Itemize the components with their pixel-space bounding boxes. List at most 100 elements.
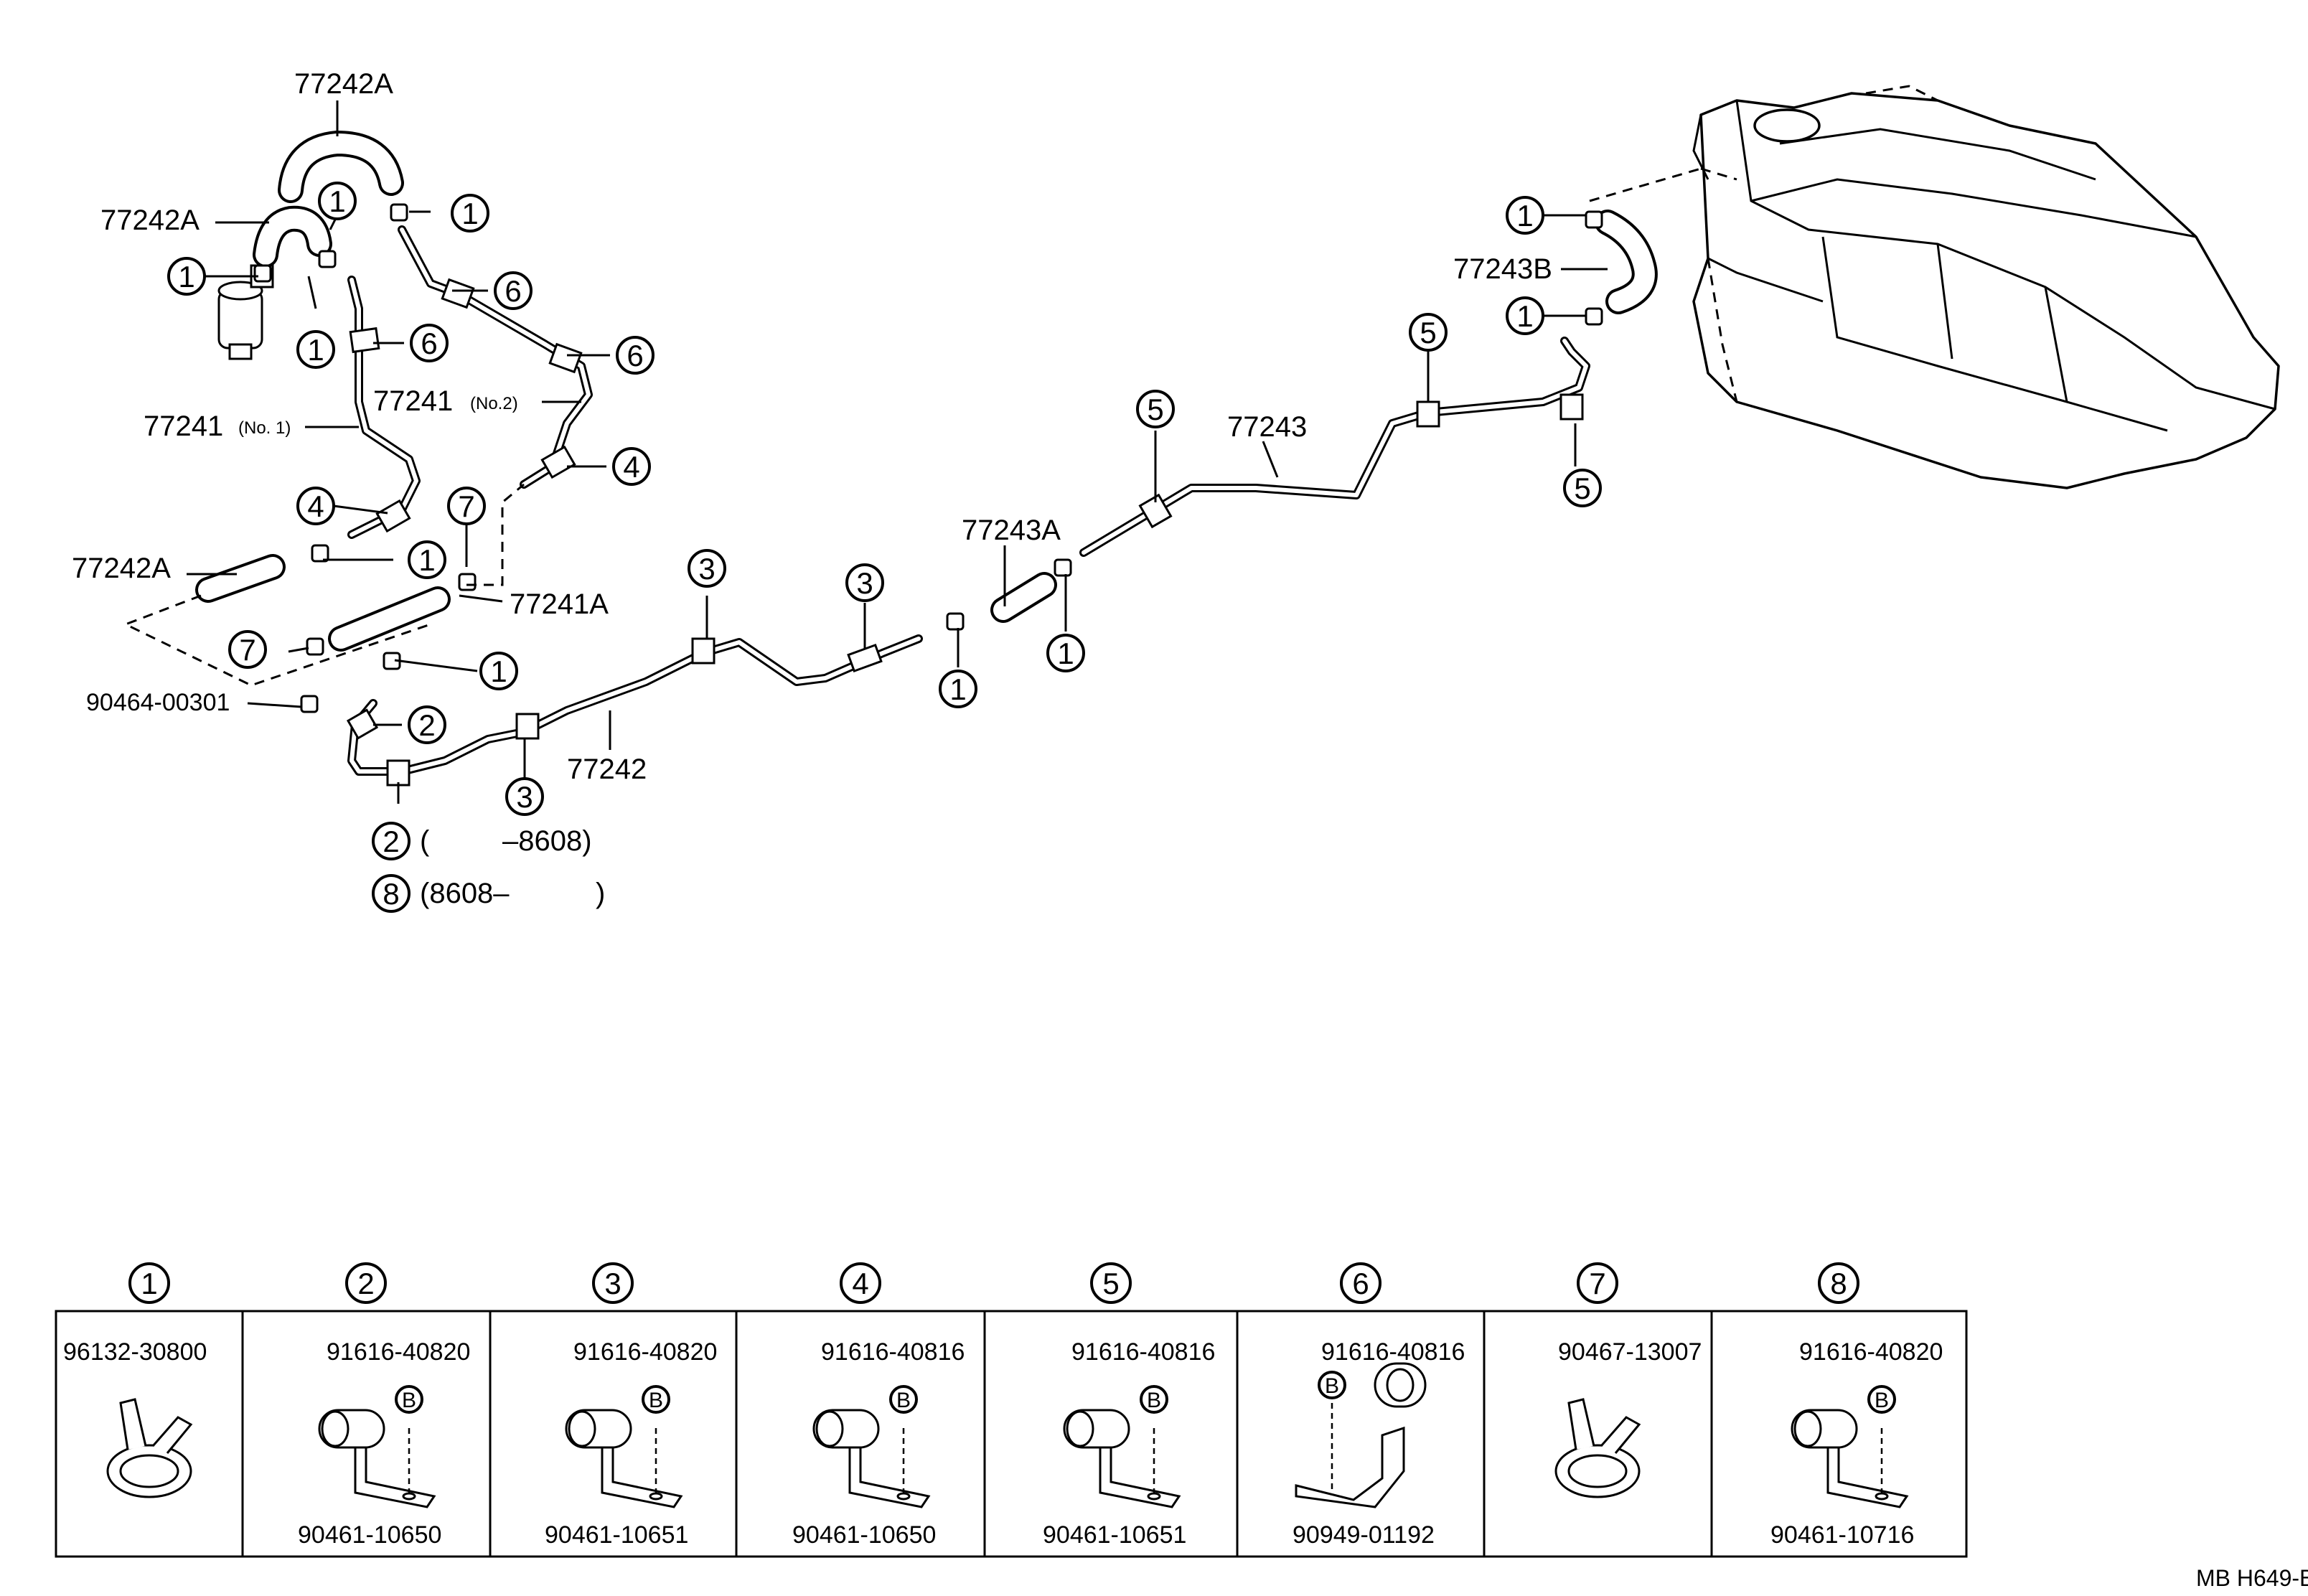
legend-part-number-bottom: 90461-10650 [298,1521,441,1549]
legend-number-circle [1818,1262,1859,1304]
legend-number-circle [345,1262,387,1304]
bolt-letter: B [402,1389,416,1412]
callout-1: 1 [451,194,489,233]
legend-part-number-top: 91616-40820 [327,1338,470,1366]
svg-text:6: 6 [627,339,643,372]
svg-text:1: 1 [329,184,345,218]
legend-number: 3 [604,1267,621,1300]
date-note-open-1: ( [420,825,430,857]
label-90464-00301: 90464-00301 [86,689,230,716]
bolt-circle [1140,1385,1168,1414]
svg-text:1: 1 [1057,637,1074,670]
pipe-clamps [346,278,1584,787]
legend-part-number-top: 91616-40816 [1071,1338,1215,1366]
legend-part-number-top: 91616-40820 [573,1338,717,1366]
legend-number: 4 [852,1267,868,1300]
label-77242a-top: 77242A [294,68,393,100]
svg-text:1: 1 [949,672,966,706]
callout-5: 5 [1563,469,1602,507]
svg-text:1: 1 [307,333,324,367]
clamp-icon: B [318,1385,436,1508]
legend-cell-4: 4 91616-40816 90461-10650 B [792,1262,965,1549]
callout-7: 7 [228,630,267,669]
rubber-hoses [195,130,1658,652]
legend-number-circle [1577,1262,1618,1304]
bolt-letter: B [1147,1389,1161,1412]
date-note-close-2: ) [596,878,605,909]
svg-text:3: 3 [516,780,533,814]
callout-1: 1 [479,652,518,690]
callout-4: 4 [296,487,335,525]
svg-text:7: 7 [458,489,474,523]
legend-number: 1 [141,1267,157,1300]
label-77241a: 77241A [510,588,609,620]
svg-text:1: 1 [490,654,507,688]
callout-2: 2 [408,705,446,744]
bolt-circle [395,1385,423,1414]
legend-number-circle [840,1262,881,1304]
bolt-letter: B [1325,1374,1339,1398]
label-77242: 77242 [567,754,647,785]
legend-cell-6: 6 91616-40816 90949-01192 B [1293,1262,1465,1549]
legend-part-number-top: 91616-40816 [821,1338,965,1366]
svg-text:1: 1 [178,260,194,294]
legend-number: 7 [1589,1267,1605,1300]
label-77243a: 77243A [962,515,1061,546]
legend-number: 5 [1102,1267,1119,1300]
legend-number: 8 [1830,1267,1847,1300]
svg-text:6: 6 [421,327,437,360]
bolt-circle [889,1385,918,1414]
part-labels: 77242A 77242A 77241 (No. 1) 77241 (No.2)… [72,68,1552,785]
callout-1: 1 [939,670,977,708]
svg-text:2: 2 [418,708,435,742]
callout-6: 6 [616,336,655,375]
svg-text:5: 5 [1420,316,1436,349]
callout-3: 3 [688,549,726,588]
legend-part-number-top: 91616-40820 [1799,1338,1943,1366]
callout-1: 1 [1506,296,1544,335]
callout-1: 1 [296,330,335,369]
svg-text:1: 1 [461,197,478,230]
date-note-from-8608: (8608– [420,878,510,909]
callout-1: 1 [318,182,357,220]
callout-7: 7 [447,487,486,525]
legend-number-circle [592,1262,634,1304]
svg-text:4: 4 [623,450,639,484]
svg-text:2: 2 [383,825,399,858]
legend-number: 6 [1352,1267,1369,1300]
legend-part-number-bottom: 90949-01192 [1293,1521,1435,1549]
callout-1: 1 [1046,634,1085,672]
callout-1: 1 [408,540,446,579]
production-date-notes: ( –8608) (8608– ) [420,825,605,909]
leader-lines [185,100,1608,804]
callout-2: 2 [372,822,411,860]
legend-cells: 196132-30800291616-4082090461-10650B3916… [63,1262,1943,1549]
label-77243b: 77243B [1453,253,1552,285]
svg-text:8: 8 [383,877,399,911]
charcoal-canister-icon [217,264,274,360]
callouts: 1 1 1 1 6 6 6 4 4 7 1 7 1 2 3 3 3 1 1 5 … [167,182,1602,913]
bolt-circle [642,1385,670,1414]
svg-text:1: 1 [1516,199,1533,233]
svg-text:5: 5 [1147,393,1163,426]
clamp-icon [1554,1398,1641,1498]
legend-part-number-bottom: 90461-10650 [792,1521,936,1549]
callout-5: 5 [1136,390,1175,428]
clamp-icon: B [1295,1362,1427,1508]
clamp-icon: B [812,1385,931,1508]
svg-text:6: 6 [505,274,521,308]
label-77241-no2: 77241 [373,385,453,417]
bolt-letter: B [896,1389,911,1412]
legend-part-number-top: 96132-30800 [63,1338,207,1366]
svg-text:1: 1 [418,543,435,577]
legend-part-number-top: 91616-40816 [1321,1338,1465,1366]
callout-6: 6 [410,324,449,362]
callout-5: 5 [1409,313,1448,352]
drawing-reference: MB H649-B [2196,1565,2308,1591]
